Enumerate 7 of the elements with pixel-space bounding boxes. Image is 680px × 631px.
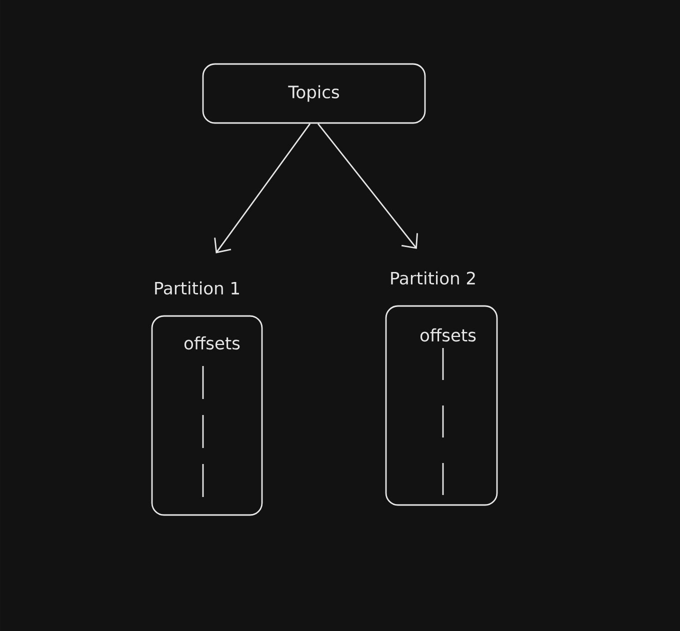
arrow [214,123,311,254]
heading: Partition 2 [391,271,475,285]
heading: Partition 1 [155,281,239,295]
arrow [317,123,418,249]
partition-box: offsets [385,305,498,506]
partition-box: offsets [151,315,263,516]
process-box: Topics [202,63,426,124]
